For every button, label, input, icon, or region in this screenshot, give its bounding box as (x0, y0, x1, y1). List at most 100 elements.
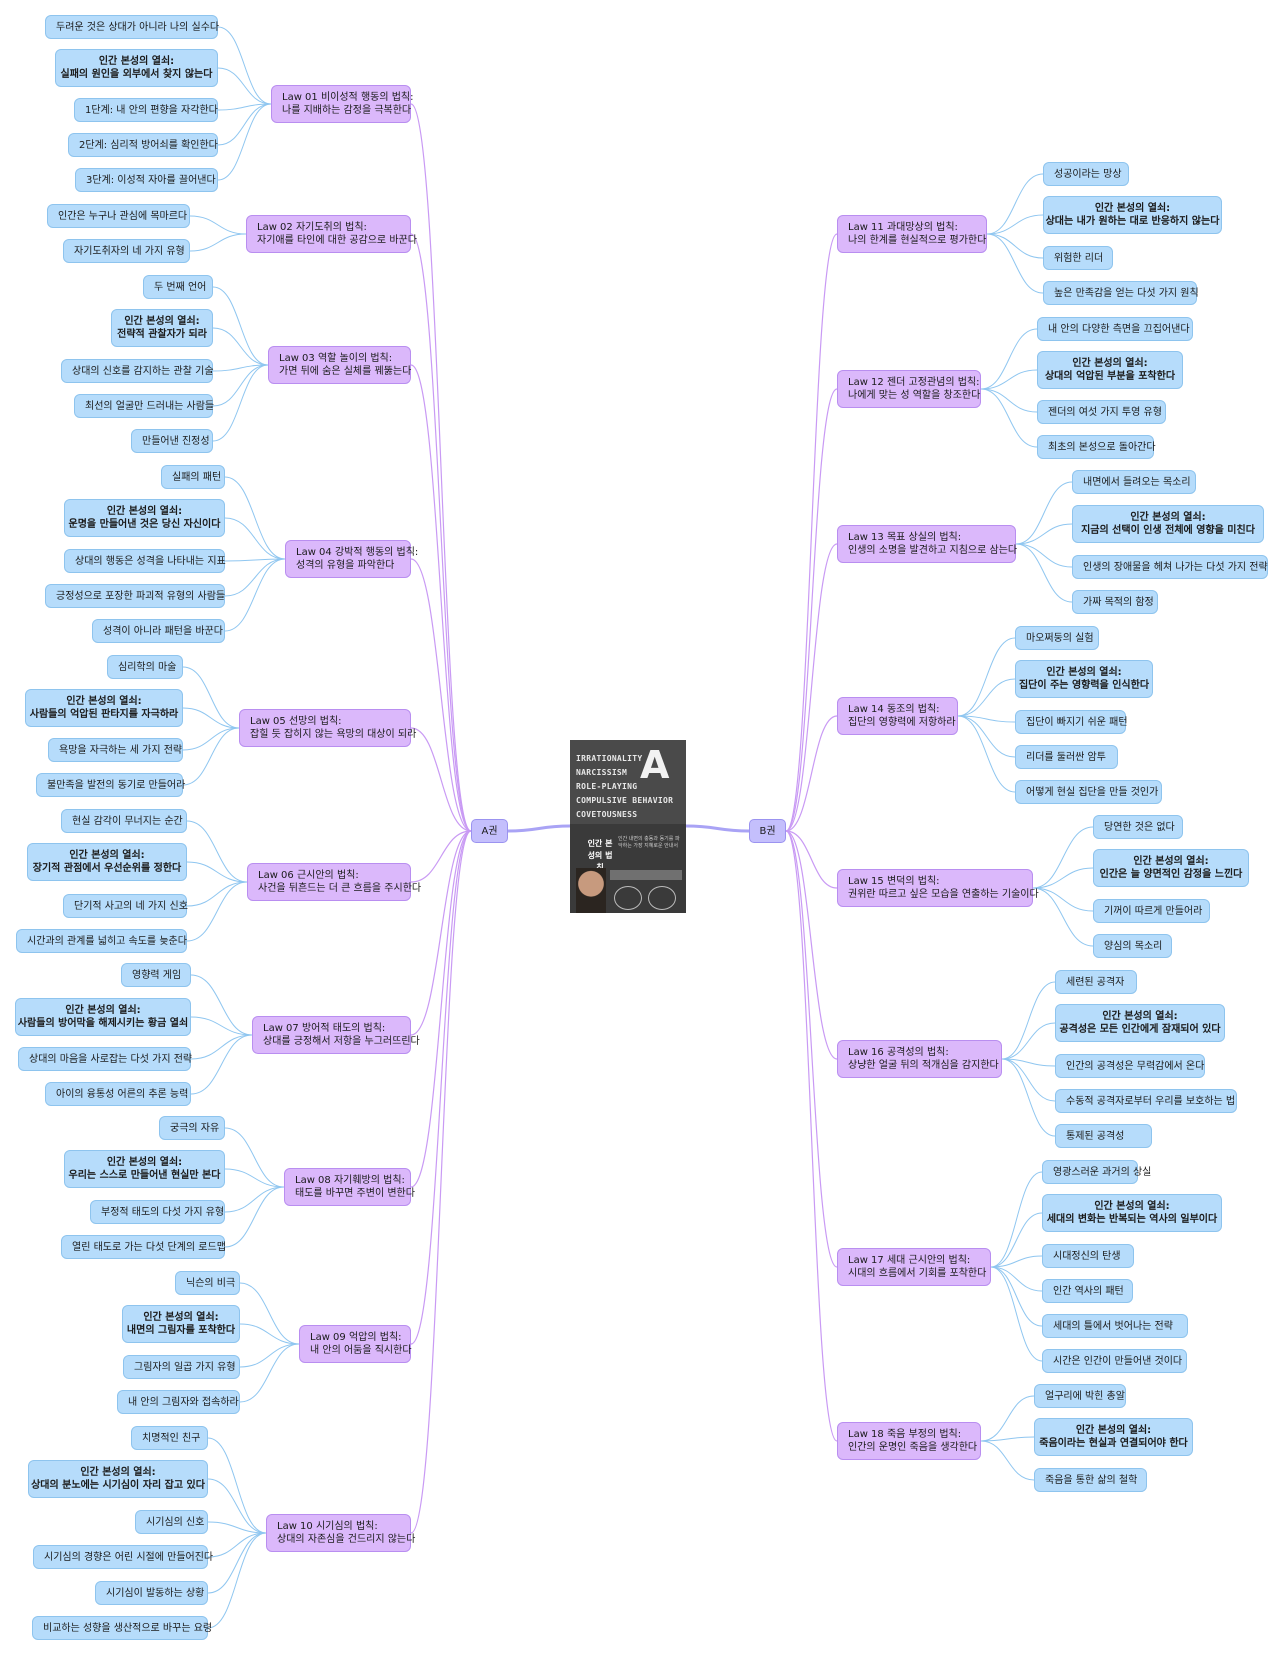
topic-node[interactable]: 두 번째 언어 (143, 275, 213, 299)
topic-node[interactable]: 인간 본성의 열쇠:장기적 관점에서 우선순위를 정한다 (27, 843, 187, 881)
topic-node[interactable]: 시기심의 경향은 어린 시절에 만들어진다 (33, 1545, 213, 1569)
topic-node[interactable]: 인간 본성의 열쇠:사람들의 억압된 판타지를 자극하라 (25, 689, 183, 727)
topic-node[interactable]: 인간 본성의 열쇠:전략적 관찰자가 되라 (111, 309, 213, 347)
topic-node[interactable]: 욕망을 자극하는 세 가지 전략 (48, 738, 183, 762)
topic-node[interactable]: 세대의 틀에서 벗어나는 전략 (1042, 1314, 1188, 1338)
topic-node[interactable]: 심리학의 마술 (107, 655, 183, 679)
topic-node[interactable]: 죽음을 통한 삶의 철학 (1034, 1468, 1147, 1492)
topic-node[interactable]: 1단계: 내 안의 편향을 자각한다 (74, 98, 218, 122)
topic-node[interactable]: 인간 본성의 열쇠:상대의 억압된 부분을 포착한다 (1037, 351, 1183, 389)
topic-node[interactable]: 열린 태도로 가는 다섯 단계의 로드맵 (61, 1235, 226, 1259)
topic-node[interactable]: 당연한 것은 없다 (1093, 815, 1183, 839)
law-node-4[interactable]: Law 04 강박적 행동의 법칙:성격의 유형을 파악한다 (285, 540, 418, 578)
topic-node[interactable]: 인간 본성의 열쇠:실패의 원인을 외부에서 찾지 않는다 (55, 49, 218, 87)
topic-node[interactable]: 시기심이 발동하는 상황 (95, 1581, 208, 1605)
topic-node[interactable]: 영광스러운 과거의 상실 (1042, 1160, 1151, 1184)
topic-node[interactable]: 궁극의 자유 (159, 1116, 225, 1140)
topic-node[interactable]: 젠더의 여섯 가지 투영 유형 (1037, 400, 1166, 424)
law-node-7[interactable]: Law 07 방어적 태도의 법칙:상대를 긍정해서 저항을 누그러뜨린다 (252, 1016, 420, 1054)
topic-node[interactable]: 인간 본성의 열쇠:운명을 만들어낸 것은 당신 자신이다 (64, 499, 225, 537)
topic-node[interactable]: 인간 본성의 열쇠:우리는 스스로 만들어낸 현실만 본다 (64, 1150, 225, 1188)
topic-node[interactable]: 단기적 사고의 네 가지 신호 (63, 894, 188, 918)
topic-node[interactable]: 불만족을 발전의 동기로 만들어라 (36, 773, 185, 797)
topic-node[interactable]: 얼구리에 박힌 총알 (1034, 1384, 1126, 1408)
topic-node[interactable]: 그림자의 일곱 가지 유형 (123, 1355, 240, 1379)
topic-node[interactable]: 인간 본성의 열쇠:세대의 변화는 반복되는 역사의 일부이다 (1042, 1194, 1222, 1232)
topic-node[interactable]: 인간 본성의 열쇠:상대의 분노에는 시기심이 자리 잡고 있다 (28, 1460, 208, 1498)
topic-node[interactable]: 2단계: 심리적 방어쇠를 확인한다 (68, 133, 218, 157)
topic-node[interactable]: 기꺼이 따르게 만들어라 (1093, 899, 1210, 923)
topic-node[interactable]: 인간 본성의 열쇠:상대는 내가 원하는 대로 반응하지 않는다 (1043, 196, 1222, 234)
law-node-6[interactable]: Law 06 근시안의 법칙:사건을 뒤흔드는 더 큰 흐름을 주시한다 (247, 863, 421, 901)
volume-a-node[interactable]: A권 (471, 819, 508, 843)
topic-node[interactable]: 마오쩌둥의 실험 (1015, 626, 1099, 650)
topic-node[interactable]: 인간 본성의 열쇠:공격성은 모든 인간에게 잠재되어 있다 (1055, 1004, 1225, 1042)
book-cover-image[interactable]: IRRATIONALITY NARCISSISM ROLE-PLAYING CO… (570, 740, 686, 913)
topic-node[interactable]: 인간 본성의 열쇠:인간은 늘 양면적인 감정을 느낀다 (1093, 849, 1249, 887)
topic-node[interactable]: 비교하는 성향을 생산적으로 바꾸는 요령 (32, 1616, 212, 1640)
topic-node[interactable]: 긍정성으로 포장한 파괴적 유형의 사람들 (45, 584, 225, 608)
law-node-17[interactable]: Law 17 세대 근시안의 법칙:시대의 흐름에서 기회를 포착한다 (837, 1248, 991, 1286)
law-node-9[interactable]: Law 09 억압의 법칙:내 안의 어둠을 직시한다 (299, 1325, 412, 1363)
volume-b-node[interactable]: B권 (749, 819, 786, 843)
topic-node[interactable]: 시간은 인간이 만들어낸 것이다 (1042, 1349, 1187, 1373)
topic-node[interactable]: 최선의 얼굴만 드러내는 사람들 (74, 394, 214, 418)
law-node-13[interactable]: Law 13 목표 상실의 법칙:인생의 소명을 발견하고 지침으로 삼는다 (837, 525, 1017, 563)
topic-node[interactable]: 리더를 둘러싼 암투 (1015, 745, 1118, 769)
topic-node[interactable]: 부정적 태도의 다섯 가지 유형 (90, 1200, 225, 1224)
topic-node[interactable]: 높은 만족감을 얻는 다섯 가지 원칙 (1043, 281, 1199, 305)
law-node-3[interactable]: Law 03 역할 놀이의 법칙:가면 뒤에 숨은 실체를 꿰뚫는다 (268, 346, 411, 384)
topic-node[interactable]: 인생의 장애물을 헤쳐 나가는 다섯 가지 전략 (1072, 555, 1268, 579)
law-node-11[interactable]: Law 11 과대망상의 법칙:나의 한계를 현실적으로 평가한다 (837, 215, 987, 253)
topic-node[interactable]: 실패의 패턴 (161, 465, 225, 489)
topic-node[interactable]: 상대의 마음을 사로잡는 다섯 가지 전략 (18, 1047, 192, 1071)
topic-node[interactable]: 통제된 공격성 (1055, 1124, 1152, 1148)
law-node-12[interactable]: Law 12 젠더 고정관념의 법칙:나에게 맞는 성 역할을 창조한다 (837, 370, 981, 408)
topic-node[interactable]: 3단계: 이성적 자아를 끌어낸다 (75, 168, 218, 192)
topic-node[interactable]: 시기심의 신호 (135, 1510, 208, 1534)
law-node-14[interactable]: Law 14 동조의 법칙:집단의 영향력에 저항하라 (837, 697, 958, 735)
law-node-15[interactable]: Law 15 변덕의 법칙:권위란 따르고 싶은 모습을 연출하는 기술이다 (837, 869, 1039, 907)
topic-node[interactable]: 가짜 목적의 함정 (1072, 590, 1158, 614)
topic-node[interactable]: 인간 역사의 패턴 (1042, 1279, 1133, 1303)
topic-node[interactable]: 인간의 공격성은 무력감에서 온다 (1055, 1054, 1205, 1078)
topic-node[interactable]: 두려운 것은 상대가 아니라 나의 실수다 (45, 15, 219, 39)
law-node-16[interactable]: Law 16 공격성의 법칙:상냥한 얼굴 뒤의 적개심을 감지한다 (837, 1040, 1002, 1078)
topic-node[interactable]: 수동적 공격자로부터 우리를 보호하는 법 (1055, 1089, 1237, 1113)
topic-node[interactable]: 만들어낸 진정성 (131, 429, 213, 453)
topic-node[interactable]: 인간은 누구나 관심에 목마르다 (47, 204, 190, 228)
topic-node-line: 내면에서 들려오는 목소리 (1083, 476, 1191, 488)
topic-node[interactable]: 영향력 게임 (121, 963, 191, 987)
topic-node[interactable]: 내면에서 들려오는 목소리 (1072, 470, 1196, 494)
law-node-1[interactable]: Law 01 비이성적 행동의 법칙:나를 지배하는 감정을 극복한다 (271, 85, 414, 123)
topic-node[interactable]: 성공이라는 망상 (1043, 162, 1129, 186)
topic-node[interactable]: 어떻게 현실 집단을 만들 것인가 (1015, 780, 1162, 804)
topic-node[interactable]: 인간 본성의 열쇠:지금의 선택이 인생 전체에 영향을 미친다 (1072, 505, 1264, 543)
topic-node[interactable]: 닉슨의 비극 (175, 1271, 240, 1295)
topic-node[interactable]: 자기도취자의 네 가지 유형 (63, 239, 190, 263)
topic-node[interactable]: 인간 본성의 열쇠:내면의 그림자를 포착한다 (122, 1305, 240, 1343)
topic-node[interactable]: 치명적인 친구 (131, 1426, 208, 1450)
topic-node[interactable]: 인간 본성의 열쇠:죽음이라는 현실과 연결되어야 한다 (1034, 1418, 1193, 1456)
law-node-8[interactable]: Law 08 자기훼방의 법칙:태도를 바꾸면 주변이 변한다 (284, 1168, 415, 1206)
topic-node[interactable]: 성격이 아니라 패턴을 바꾼다 (92, 619, 225, 643)
topic-node[interactable]: 현실 감각이 무너지는 순간 (61, 809, 187, 833)
topic-node[interactable]: 시간과의 관계를 넓히고 속도를 늦춘다 (16, 929, 187, 953)
topic-node[interactable]: 인간 본성의 열쇠:사람들의 방어막을 해제시키는 황금 열쇠 (15, 998, 191, 1036)
topic-node[interactable]: 양심의 목소리 (1093, 934, 1172, 958)
topic-node[interactable]: 내 안의 그림자와 접속하라 (117, 1390, 240, 1414)
law-node-2[interactable]: Law 02 자기도취의 법칙:자기애를 타인에 대한 공감으로 바꾼다 (246, 215, 417, 253)
topic-node[interactable]: 위험한 리더 (1043, 246, 1113, 270)
topic-node[interactable]: 상대의 행동은 성격을 나타내는 지표 (64, 549, 226, 573)
law-node-5[interactable]: Law 05 선망의 법칙:잡힐 듯 잡히지 않는 욕망의 대상이 되라 (239, 709, 416, 747)
law-node-18[interactable]: Law 18 죽음 부정의 법칙:인간의 운명인 죽음을 생각한다 (837, 1422, 981, 1460)
topic-node[interactable]: 인간 본성의 열쇠:집단이 주는 영향력을 인식한다 (1015, 660, 1153, 698)
topic-node[interactable]: 집단이 빠지기 쉬운 패턴 (1015, 710, 1128, 734)
topic-node[interactable]: 내 안의 다양한 측면을 끄집어낸다 (1037, 317, 1193, 341)
law-node-10[interactable]: Law 10 시기심의 법칙:상대의 자존심을 건드리지 않는다 (266, 1514, 415, 1552)
topic-node[interactable]: 상대의 신호를 감지하는 관찰 기술 (61, 359, 214, 383)
topic-node[interactable]: 시대정신의 탄생 (1042, 1244, 1134, 1268)
topic-node[interactable]: 세련된 공격자 (1055, 970, 1137, 994)
topic-node[interactable]: 최초의 본성으로 돌아간다 (1037, 435, 1156, 459)
topic-node[interactable]: 아이의 융통성 어른의 추론 능력 (45, 1082, 191, 1106)
